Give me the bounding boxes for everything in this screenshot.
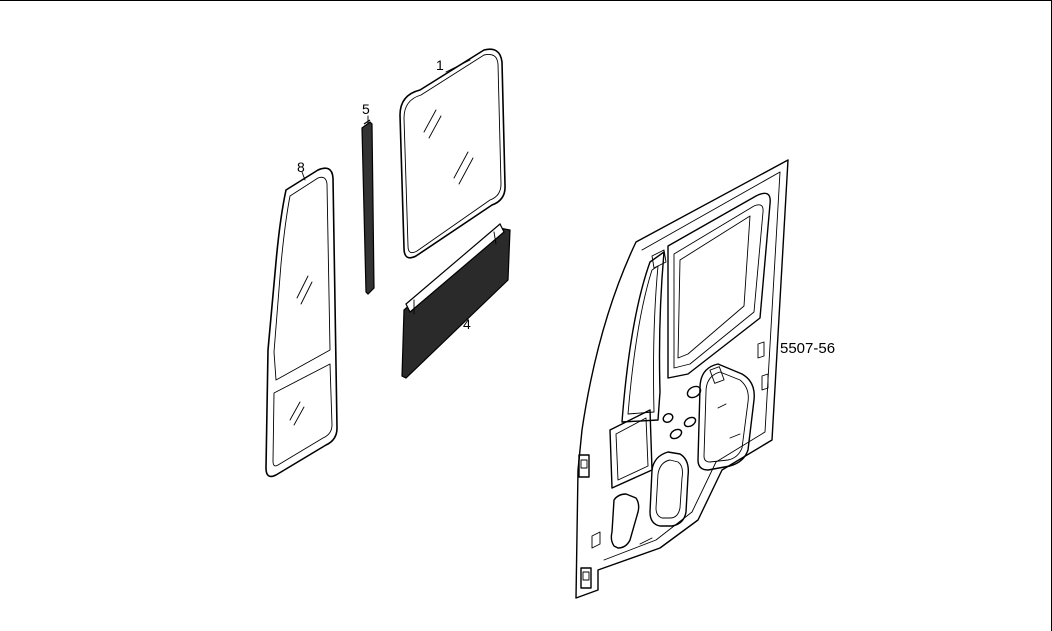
leader-lines	[301, 59, 471, 181]
callout-1: 1	[436, 57, 444, 73]
part-8-quarter-glass	[265, 167, 338, 478]
callout-4: 4	[463, 316, 471, 332]
figure-reference: 5507-56	[780, 340, 835, 357]
callout-5: 5	[362, 101, 370, 117]
part-4-belt-seal	[401, 223, 511, 379]
callout-8: 8	[297, 159, 305, 175]
part-1-door-glass	[399, 48, 506, 259]
part-5-run-channel	[361, 119, 375, 295]
door-inner-panel	[575, 159, 789, 599]
